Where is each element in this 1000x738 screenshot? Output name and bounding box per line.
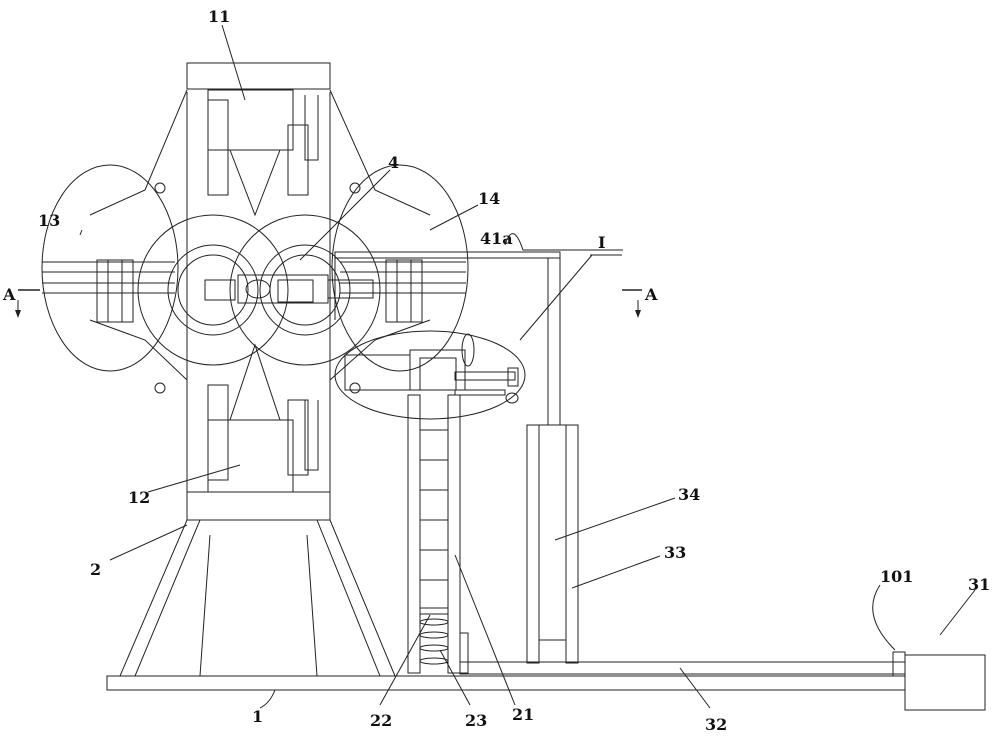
label-22: 22 <box>370 711 392 730</box>
label-11: 11 <box>208 7 230 26</box>
label-41a: 41a <box>480 229 513 248</box>
side-housing-13 <box>41 164 179 372</box>
label-13: 13 <box>38 211 60 230</box>
section-marks <box>15 289 642 318</box>
slide-rod-32 <box>459 661 906 675</box>
spring-23 <box>419 618 449 665</box>
rod-41a <box>334 251 561 425</box>
label-31: 31 <box>968 575 990 594</box>
drive-box-31 <box>904 654 986 711</box>
pedestal-2 <box>119 491 396 677</box>
label-21: 21 <box>512 705 534 724</box>
label-I: I <box>598 233 605 252</box>
label-23: 23 <box>465 711 487 730</box>
roller-right <box>229 214 381 366</box>
leader-lines <box>79 24 976 709</box>
side-housing-14 <box>331 164 469 372</box>
frame-lines <box>89 89 431 492</box>
label-33: 33 <box>664 543 686 562</box>
label-14: 14 <box>478 189 500 208</box>
label-2: 2 <box>90 560 101 579</box>
label-A-left: A <box>2 285 16 304</box>
label-32: 32 <box>705 715 727 734</box>
detail-I <box>334 330 526 420</box>
cylinder-33 <box>526 424 579 664</box>
label-34: 34 <box>678 485 700 504</box>
stop-101 <box>892 651 906 677</box>
label-A-right: A <box>644 285 658 304</box>
shaft-4 <box>237 274 374 304</box>
label-12: 12 <box>128 488 150 507</box>
label-101: 101 <box>880 567 913 586</box>
label-1: 1 <box>252 707 263 726</box>
label-4: 4 <box>388 153 399 172</box>
roller-left <box>137 214 289 366</box>
upper-block-11 <box>186 62 331 217</box>
column-21 <box>407 394 469 674</box>
